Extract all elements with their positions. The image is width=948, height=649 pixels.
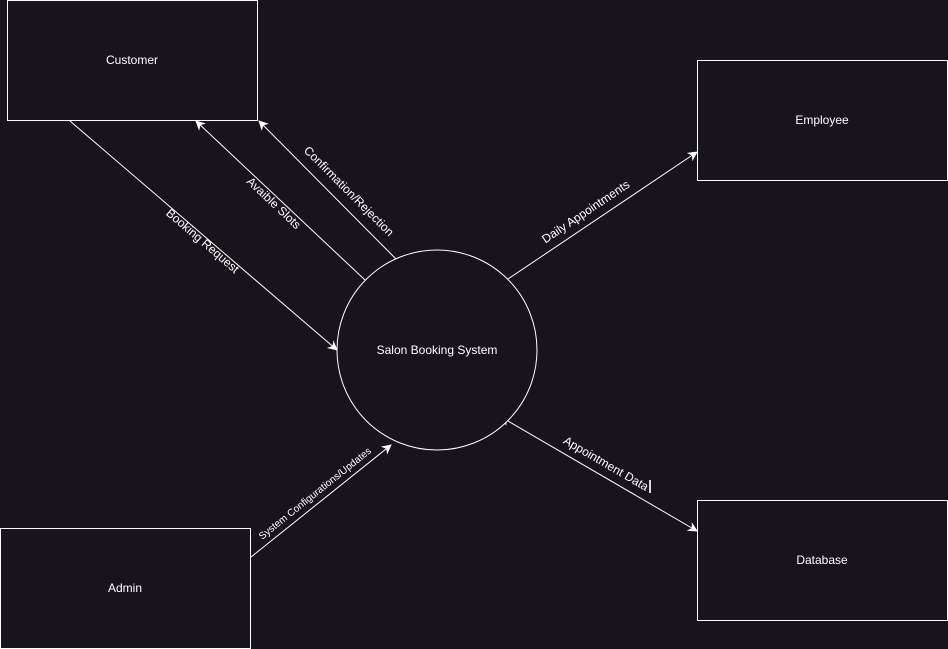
entity-admin[interactable]: Admin	[0, 528, 251, 649]
flow-line-confirmation[interactable]	[258, 120, 397, 260]
flow-label-confirmation: Confirmation/Rejection	[301, 143, 397, 239]
flow-label-booking-request: Booking Request	[163, 206, 242, 277]
flow-line-system-config[interactable]	[250, 444, 392, 558]
flow-line-appointment-data[interactable]	[500, 416, 698, 532]
flow-label-available-slots: Avaible Slots	[244, 174, 304, 232]
entity-database[interactable]: Database	[697, 500, 948, 621]
flow-label-appointment-data: Appointment Data	[561, 433, 651, 494]
flow-line-booking-request[interactable]	[69, 120, 338, 351]
process-salon-booking-system[interactable]: Salon Booking System	[336, 249, 538, 451]
entity-employee[interactable]: Employee	[697, 60, 948, 181]
text-cursor-icon	[649, 480, 651, 493]
flow-line-daily-appointments[interactable]	[507, 151, 698, 280]
flow-label-daily-appointments: Daily Appointments	[539, 177, 632, 246]
entity-customer-label: Customer	[106, 53, 158, 67]
entity-admin-label: Admin	[108, 581, 142, 595]
flow-label-system-config: System Configurations/Updates	[257, 446, 374, 543]
entity-database-label: Database	[796, 553, 848, 567]
entity-employee-label: Employee	[795, 113, 849, 127]
entity-customer[interactable]: Customer	[7, 0, 258, 121]
process-label: Salon Booking System	[377, 343, 498, 357]
flow-line-available-slots[interactable]	[195, 120, 366, 281]
